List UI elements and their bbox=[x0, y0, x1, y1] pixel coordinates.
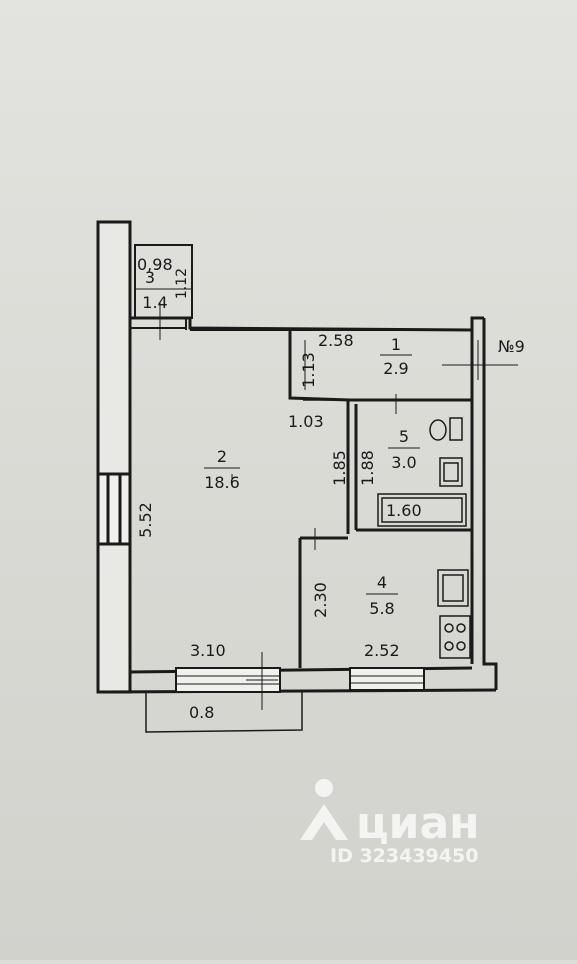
room-2-area: 18.6 bbox=[204, 473, 240, 492]
window-left bbox=[96, 472, 132, 546]
room-labels: 1 2.9 2 18.6 3 1.4 4 5.8 5 3.0 №9 bbox=[142, 268, 525, 618]
room-3-area: 1.4 bbox=[142, 293, 167, 312]
dimension-labels: 0,98 1.12 2.58 1.13 1.03 1.85 1.88 1.60 … bbox=[136, 255, 422, 722]
toilet-icon bbox=[429, 419, 447, 441]
toilet-tank-icon bbox=[449, 417, 463, 441]
bathtub-icon bbox=[377, 493, 467, 527]
watermark-brand: циан bbox=[356, 798, 480, 849]
apartment-number: №9 bbox=[498, 337, 525, 356]
dim-corridor-right: 1.88 bbox=[358, 450, 377, 486]
dim-room1-width: 2.58 bbox=[318, 331, 354, 350]
room-1-area: 2.9 bbox=[383, 359, 408, 378]
watermark-listing-id: ID 323439450 bbox=[330, 845, 478, 867]
room-4-area: 5.8 bbox=[369, 599, 394, 618]
walls bbox=[96, 220, 498, 733]
fixtures bbox=[377, 417, 471, 659]
dim-kitchen-width: 2.52 bbox=[364, 641, 400, 660]
room-4-number: 4 bbox=[377, 573, 387, 592]
dim-corridor-left: 1.85 bbox=[330, 450, 349, 486]
stove-icon bbox=[439, 615, 471, 659]
window-bottom-right bbox=[349, 667, 425, 691]
room-3-number: 3 bbox=[145, 268, 155, 287]
balcony-bottom bbox=[145, 690, 303, 733]
dim-partition: 1.03 bbox=[288, 412, 324, 431]
dim-balcony-depth: 1.12 bbox=[174, 268, 190, 299]
dim-room1-depth: 1.13 bbox=[299, 352, 318, 388]
room-2-number: 2 bbox=[217, 447, 227, 466]
dim-room2-depth: 5.52 bbox=[136, 502, 155, 538]
dim-kitchen-depth: 2.30 bbox=[311, 582, 330, 618]
room-1-number: 1 bbox=[391, 335, 401, 354]
dim-balcony-bottom: 0.8 bbox=[189, 703, 214, 722]
watermark: циан ID 323439450 bbox=[300, 779, 480, 867]
left-exterior-wall bbox=[96, 220, 132, 694]
kitchen-sink-icon bbox=[437, 569, 469, 607]
partitions bbox=[288, 330, 472, 668]
room-5-number: 5 bbox=[399, 427, 409, 446]
dimension-lines bbox=[159, 302, 518, 710]
sink-icon bbox=[439, 457, 463, 487]
dim-room2-width: 3.10 bbox=[190, 641, 226, 660]
dim-bath-length: 1.60 bbox=[386, 501, 422, 520]
cian-logo-icon bbox=[300, 779, 348, 840]
bottom-wall bbox=[97, 666, 497, 694]
dim-balcony-width-top: 0,98 bbox=[137, 255, 173, 274]
right-wall bbox=[470, 318, 498, 690]
room-5-area: 3.0 bbox=[391, 453, 416, 472]
